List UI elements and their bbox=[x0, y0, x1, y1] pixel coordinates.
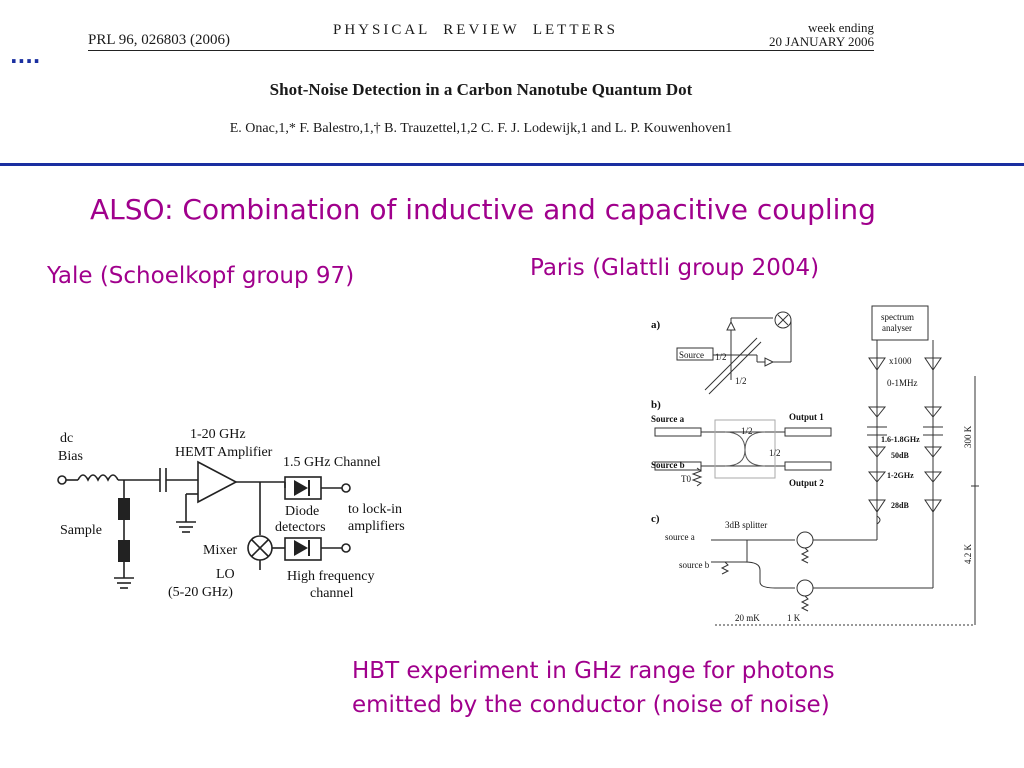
yale-lo: LO bbox=[216, 567, 235, 582]
paris-gain-2: 28dB bbox=[891, 501, 909, 510]
yale-lockin-1: to lock-in bbox=[348, 502, 402, 517]
paris-label: Paris (Glattli group 2004) bbox=[530, 255, 820, 281]
slide-heading: ALSO: Combination of inductive and capac… bbox=[90, 193, 876, 226]
paris-20mk: 20 mK bbox=[735, 613, 760, 623]
yale-sample: Sample bbox=[60, 523, 102, 538]
journal-citation: PRL 96, 026803 (2006) bbox=[88, 32, 230, 48]
paris-splitter: 3dB splitter bbox=[725, 520, 767, 530]
yale-diode-2: detectors bbox=[275, 520, 326, 535]
paper-authors: E. Onac,1,* F. Balestro,1,† B. Trauzette… bbox=[229, 121, 733, 136]
paris-x1000: x1000 bbox=[889, 356, 912, 366]
journal-name: PHYSICAL REVIEW LETTERS bbox=[333, 22, 618, 38]
paris-source-b-lc: source b bbox=[679, 560, 710, 570]
paris-band-1: 1.6-1.8GHz bbox=[881, 435, 920, 444]
divider-rule bbox=[0, 163, 1024, 166]
yale-label: Yale (Schoelkopf group 97) bbox=[47, 263, 355, 289]
paris-source-a: Source a bbox=[651, 414, 685, 424]
yale-amp-name: HEMT Amplifier bbox=[175, 445, 273, 460]
paris-temp-300: 300 K bbox=[963, 425, 973, 448]
paris-source-b: Source b bbox=[651, 460, 685, 470]
paris-output-2: Output 2 bbox=[789, 478, 824, 488]
hbt-line-2: emitted by the conductor (noise of noise… bbox=[352, 692, 830, 718]
paris-temp-42: 4.2 K bbox=[963, 544, 973, 565]
hbt-line-1: HBT experiment in GHz range for photons bbox=[352, 658, 835, 684]
yale-lo-range: (5-20 GHz) bbox=[168, 585, 233, 600]
paris-half-2: 1/2 bbox=[735, 376, 747, 386]
week-ending-label: week ending bbox=[807, 20, 874, 35]
paris-circuit-diagram: a) b) c) Source 1/2 1/2 spectrum analyse… bbox=[651, 305, 979, 626]
paris-half-1: 1/2 bbox=[715, 352, 727, 362]
yale-bias: Bias bbox=[58, 449, 83, 464]
paris-bandwidth: 0-1MHz bbox=[887, 378, 918, 388]
ellipsis-mark: .... bbox=[10, 44, 41, 68]
paris-spectrum-2: analyser bbox=[882, 323, 912, 333]
paris-t0: T0 bbox=[681, 474, 691, 484]
paris-gain-1: 50dB bbox=[891, 451, 909, 460]
paris-b: b) bbox=[651, 399, 661, 411]
paris-source: Source bbox=[679, 350, 704, 360]
paris-output-1: Output 1 bbox=[789, 412, 824, 422]
paris-source-a-lc: source a bbox=[665, 532, 695, 542]
yale-amp-freq: 1-20 GHz bbox=[190, 427, 246, 442]
yale-diode-1: Diode bbox=[285, 504, 319, 519]
paris-band-2: 1-2GHz bbox=[887, 471, 914, 480]
paris-a: a) bbox=[651, 319, 661, 331]
paris-c: c) bbox=[651, 513, 660, 525]
yale-channel: 1.5 GHz Channel bbox=[283, 455, 381, 470]
paris-half-3: 1/2 bbox=[741, 426, 753, 436]
paris-1k: 1 K bbox=[787, 613, 801, 623]
yale-hf-1: High frequency bbox=[287, 569, 374, 584]
yale-mixer: Mixer bbox=[203, 543, 238, 558]
yale-dc: dc bbox=[60, 431, 73, 446]
week-ending-date: 20 JANUARY 2006 bbox=[769, 34, 874, 49]
paris-spectrum-1: spectrum bbox=[881, 312, 914, 322]
yale-circuit-diagram: dc Bias 1-20 GHz HEMT Amplifier 1.5 GHz … bbox=[57, 427, 405, 601]
yale-hf-2: channel bbox=[310, 586, 354, 601]
header-rule bbox=[88, 50, 874, 51]
paris-half-4: 1/2 bbox=[769, 448, 781, 458]
paper-title: Shot-Noise Detection in a Carbon Nanotub… bbox=[269, 80, 693, 99]
yale-lockin-2: amplifiers bbox=[348, 519, 405, 534]
